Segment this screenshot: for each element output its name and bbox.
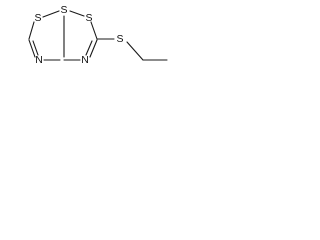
atom-label-s-ethyl: S <box>116 33 123 45</box>
bond-s-left-to-ch <box>28 21 35 40</box>
bond-s-left-to-s-bridge <box>42 10 60 18</box>
bond-n-right-to-c-substituted <box>89 39 98 58</box>
bond-n-right-c-substituted-double <box>85 40 93 56</box>
bond-ch-to-n-left <box>28 39 36 58</box>
bond-ch-n-left-double <box>32 40 39 56</box>
bond-s-ethyl-to-ch2 <box>126 41 144 61</box>
atom-label-s-bridge: S <box>60 4 67 16</box>
bonds <box>28 10 168 61</box>
atom-label-n-right: N <box>81 54 89 66</box>
molecule-structure-diagram: S S S N N S <box>28 4 168 66</box>
bond-c-substituted-to-s-right <box>90 21 98 40</box>
atom-labels: S S S N N S <box>34 4 123 66</box>
atom-label-n-left: N <box>35 54 43 66</box>
atom-label-s-right: S <box>85 12 92 24</box>
atom-label-s-left: S <box>34 12 41 24</box>
bond-s-bridge-to-s-right <box>69 10 85 17</box>
